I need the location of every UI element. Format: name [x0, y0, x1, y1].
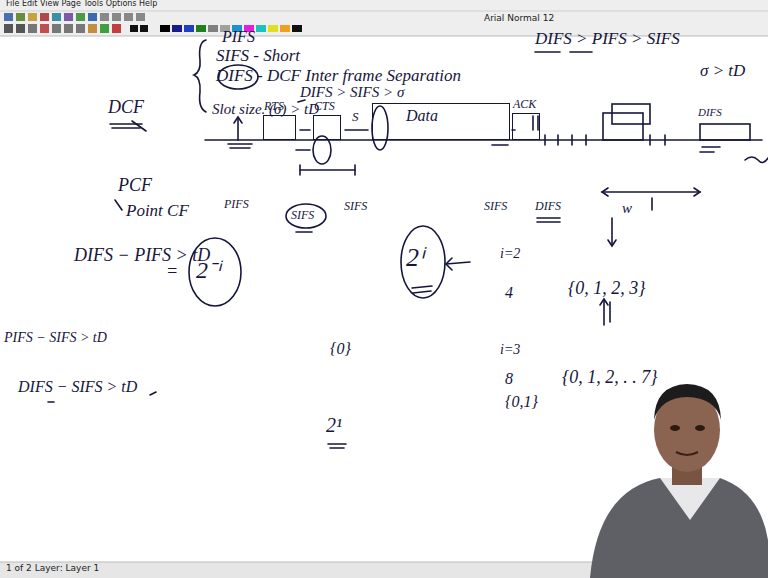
handwritten-note: 2ⁱ [406, 244, 423, 273]
handwritten-note: 8 [505, 370, 513, 388]
handwritten-note: {0,1} [505, 393, 538, 411]
handwritten-note: 2¹ [326, 414, 342, 436]
frame-box: ACK [512, 113, 540, 140]
handwritten-note: σ > tD [700, 62, 745, 81]
handwritten-note: PIFS [222, 28, 255, 46]
presenter-figure [590, 384, 768, 578]
frame-label: ACK [513, 98, 536, 111]
handwritten-note: DIFS [535, 200, 561, 213]
frame-label: Data [406, 107, 438, 125]
handwritten-note: DIFS > PIFS > SIFS [535, 30, 680, 49]
handwritten-note: DIFS > SIFS > σ [300, 84, 404, 101]
handwritten-note: SIFS [291, 209, 314, 222]
handwritten-note: SIFS [344, 200, 367, 213]
handwritten-note: 2⁻ⁱ [196, 257, 220, 283]
frame-label: RTS [264, 100, 284, 113]
handwritten-note: {0, 1, 2, 3} [568, 279, 645, 299]
toolbar-text: File Edit View Page Tools Options Help [6, 0, 157, 9]
handwritten-note: DIFS − SIFS > tD [18, 378, 137, 396]
handwritten-note: DIFS − PIFS > tD [74, 246, 210, 266]
handwritten-note: DIFS - DCF Inter frame Separation [216, 67, 461, 86]
handwritten-note: SIFS [484, 200, 507, 213]
frame-box: RTS [263, 115, 296, 140]
toolbar-text: Arial Normal 12 [484, 14, 554, 24]
handwritten-note: {0, 1, 2, . . 7} [562, 368, 657, 388]
handwritten-note: SIFS - Short [216, 47, 300, 66]
handwritten-note: DCF [108, 98, 144, 118]
handwritten-note: PIFS − SIFS > tD [4, 330, 107, 345]
handwritten-note: i=3 [500, 342, 520, 357]
handwritten-note: 4 [505, 284, 513, 302]
handwritten-note: i=2 [500, 246, 520, 261]
handwritten-note: S [352, 110, 359, 124]
frame-box: Data [372, 103, 510, 140]
handwritten-note: w [622, 200, 632, 217]
toolbar-text: 1 of 2 Layer: Layer 1 [6, 564, 99, 574]
handwritten-note: {0} [330, 340, 351, 358]
handwritten-note: DIFS [698, 106, 722, 118]
handwritten-note: Point CF [126, 202, 189, 221]
handwritten-note: PIFS [224, 198, 249, 211]
frame-label: CTS [314, 100, 335, 113]
frame-box: CTS [313, 115, 341, 140]
handwritten-note: = [166, 262, 178, 282]
handwritten-note: PCF [118, 176, 152, 196]
